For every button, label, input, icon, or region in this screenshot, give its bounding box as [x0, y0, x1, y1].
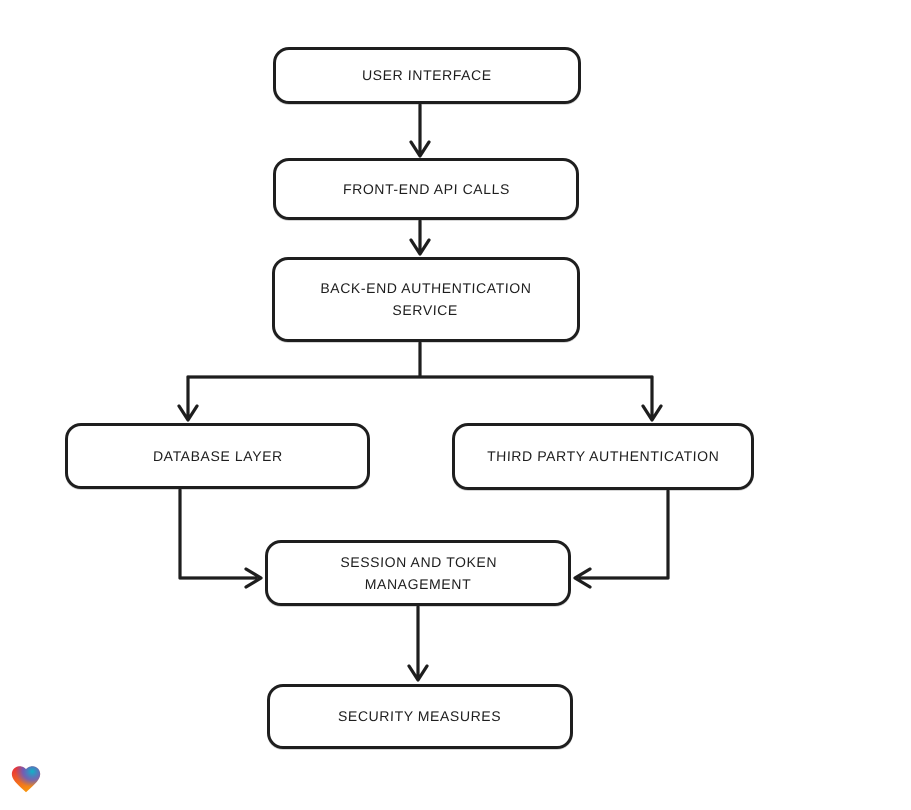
edge-third-party-to-session-arrow[interactable] [573, 489, 670, 589]
edge-front-end-to-back-end-arrow[interactable] [409, 219, 431, 256]
edge-split-to-third-party-arrow[interactable] [641, 375, 663, 422]
heart-logo-icon[interactable] [9, 762, 43, 796]
node-security-measures[interactable]: SECURITY MEASURES [267, 684, 573, 749]
node-session-and-token-management[interactable]: SESSION AND TOKEN MANAGEMENT [265, 540, 571, 606]
node-third-party-authentication[interactable]: THIRD PARTY AUTHENTICATION [452, 423, 754, 490]
edge-session-to-security-arrow[interactable] [407, 605, 429, 682]
node-label: BACK-END AUTHENTICATION SERVICE [320, 280, 533, 319]
node-label: SECURITY MEASURES [338, 708, 502, 725]
edge-back-end-split-connector[interactable] [186, 341, 654, 379]
node-back-end-authentication-service[interactable]: BACK-END AUTHENTICATION SERVICE [272, 257, 580, 342]
node-user-interface[interactable]: USER INTERFACE [273, 47, 581, 104]
node-database-layer[interactable]: DATABASE LAYER [65, 423, 370, 489]
node-label: FRONT-END API CALLS [342, 180, 510, 197]
node-label: SESSION AND TOKEN MANAGEMENT [339, 553, 498, 592]
edge-split-to-database-layer-arrow[interactable] [177, 375, 199, 422]
node-label: DATABASE LAYER [152, 447, 283, 464]
node-label: THIRD PARTY AUTHENTICATION [486, 448, 720, 465]
edge-user-interface-to-front-end-arrow[interactable] [409, 103, 431, 158]
node-front-end-api-calls[interactable]: FRONT-END API CALLS [273, 158, 579, 220]
node-label: USER INTERFACE [361, 67, 493, 84]
edge-database-to-session-arrow[interactable] [178, 488, 263, 589]
